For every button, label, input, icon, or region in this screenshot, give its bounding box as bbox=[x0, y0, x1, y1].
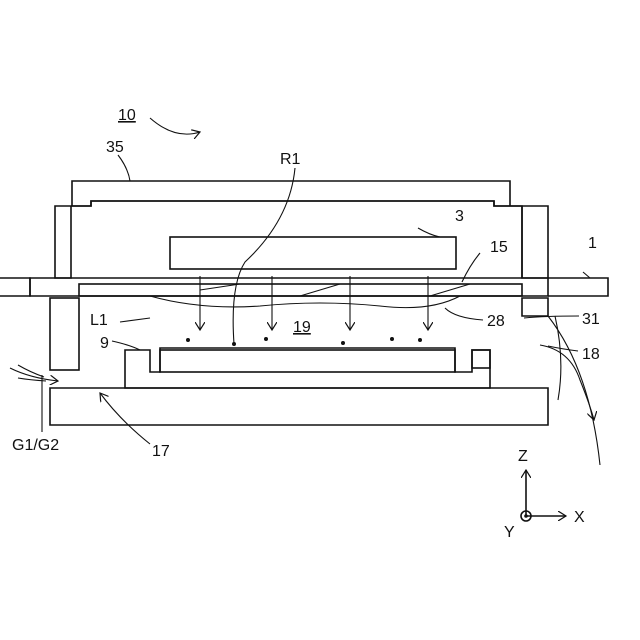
chamber-floor bbox=[50, 388, 548, 425]
window-hatch-2 bbox=[300, 284, 340, 296]
coordinate-axes bbox=[521, 470, 566, 521]
label-chamber: 19 bbox=[293, 319, 311, 336]
label-base: 1 bbox=[588, 235, 597, 252]
edge-ring bbox=[472, 350, 490, 368]
substrate-block bbox=[160, 350, 455, 372]
particles bbox=[186, 337, 422, 346]
window-hatch-3 bbox=[430, 284, 470, 296]
label-seal: 28 bbox=[487, 313, 505, 330]
exhaust-duct bbox=[548, 316, 600, 465]
axis-x-label: X bbox=[574, 509, 585, 526]
axis-y-label: Y bbox=[504, 524, 515, 541]
lamp-block bbox=[170, 237, 456, 269]
leader-lines bbox=[42, 118, 590, 444]
cover-housing bbox=[55, 181, 548, 278]
label-lamp: 3 bbox=[455, 208, 464, 225]
axis-z-label: Z bbox=[518, 448, 528, 465]
label-apparatus: 10 bbox=[118, 107, 136, 124]
label-light: L1 bbox=[90, 312, 108, 329]
label-exhaust: 18 bbox=[582, 346, 600, 363]
chamber-left-wall bbox=[50, 298, 79, 370]
label-region: R1 bbox=[280, 151, 301, 168]
base-plate bbox=[30, 278, 548, 296]
chamber-right-lip bbox=[522, 298, 548, 316]
label-cover: 35 bbox=[106, 139, 124, 156]
label-window: 15 bbox=[490, 239, 508, 256]
holder-frame bbox=[125, 348, 490, 388]
window-plate bbox=[79, 284, 522, 296]
base-plate-right bbox=[548, 278, 608, 296]
window-hatch-1 bbox=[200, 284, 240, 290]
base-plate-left bbox=[0, 278, 30, 296]
label-edge: 31 bbox=[582, 311, 600, 328]
label-inlet: 17 bbox=[152, 443, 170, 460]
label-substrate: 9 bbox=[100, 335, 109, 352]
seal-curve bbox=[150, 296, 460, 308]
label-gas: G1/G2 bbox=[12, 437, 59, 454]
